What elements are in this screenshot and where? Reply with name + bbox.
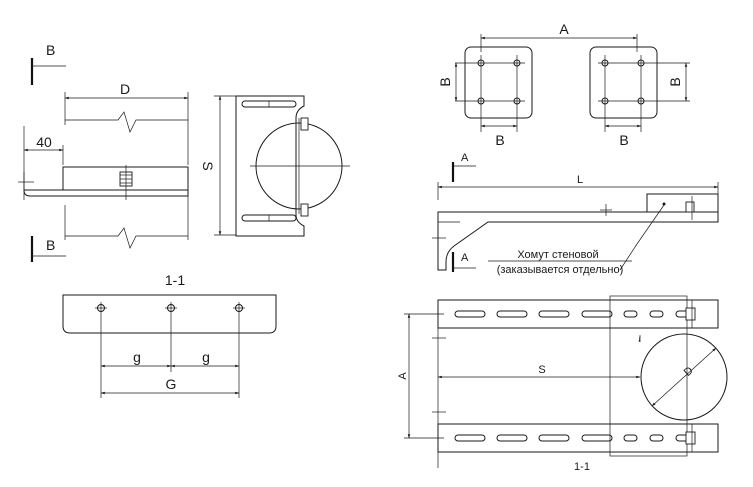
dimension-label-s-right: S: [538, 364, 545, 376]
dimension-label-a-side: A: [397, 372, 409, 380]
section-title-right: 1-1: [574, 461, 590, 473]
right-section-view: A S D 1-1: [397, 295, 728, 473]
pipe-circle: [640, 333, 728, 421]
rail-bolt-bottom: [685, 431, 696, 445]
note-line-1: Хомут стеновой: [517, 249, 598, 261]
dimension-label-l: L: [577, 174, 583, 186]
break-line-bottom: [65, 227, 188, 249]
section-title-left: 1-1: [165, 272, 185, 288]
rail-slots-bottom: [454, 434, 690, 442]
dimension-label-b-plate-right: B: [667, 77, 683, 86]
left-section-view: 1-1 g g G: [62, 272, 277, 398]
dimension-label-g-left: g: [133, 349, 141, 365]
dimension-label-d: D: [120, 81, 130, 97]
mount-plate-right: [589, 46, 658, 119]
section-label-b-bottom: B: [46, 237, 55, 253]
break-line-top: [65, 111, 188, 133]
note-line-2: (заказывается отдельно): [497, 264, 624, 276]
rail-slots-top: [454, 310, 690, 318]
dimension-label-b-plate-left: B: [437, 77, 453, 86]
dimension-label-40: 40: [36, 134, 52, 150]
dimension-label-s: S: [200, 161, 216, 170]
bracket-plate: [23, 189, 189, 197]
clamp-outline: [609, 295, 688, 457]
left-front-view: S: [200, 95, 350, 237]
rail-bolt-top: [685, 307, 696, 321]
dimension-label-b-plate-left-bottom: B: [495, 132, 504, 148]
section-plate: [62, 294, 277, 334]
dimension-label-g-right: g: [202, 349, 210, 365]
dimension-line-d-right: [651, 347, 717, 407]
mount-plate-left: [464, 46, 533, 119]
right-top-plates: A B B B B: [437, 21, 690, 148]
section-label-a-bottom: A: [461, 252, 469, 264]
right-side-view: A A L Хомут стеновой (заказывается отдел…: [432, 152, 719, 343]
dimension-label-big-g: G: [166, 376, 177, 392]
dimension-label-b-plate-right-bottom: B: [619, 132, 628, 148]
dimension-label-a-top: A: [559, 21, 569, 37]
bracket-profile: [437, 211, 719, 271]
clamp-bolt-top: [300, 117, 309, 131]
clamp-side: [646, 193, 719, 213]
leader-line: [636, 204, 665, 245]
clamp-bolt-bottom: [300, 203, 309, 217]
wall-plate: [235, 95, 305, 237]
section-label-a-top: A: [461, 152, 469, 164]
left-side-view: B B D 40: [18, 42, 189, 262]
clamp-bolt: [685, 201, 695, 213]
section-label-b-top: B: [46, 42, 55, 58]
